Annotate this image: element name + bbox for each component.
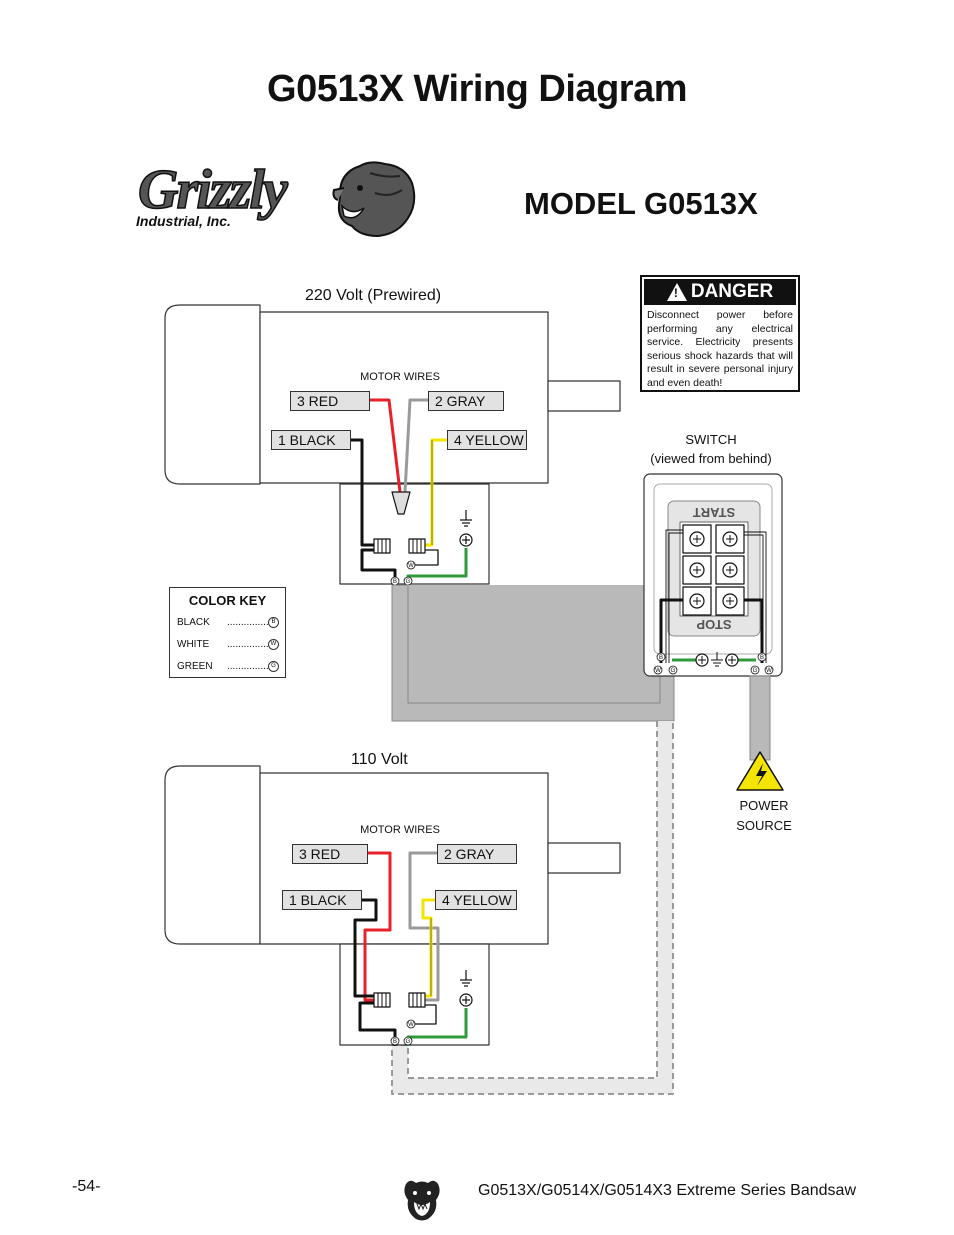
wire-220-black	[351, 438, 374, 547]
wire-tag-220-gray: 2 GRAY	[428, 391, 504, 411]
bear-head-footer-icon	[404, 1180, 440, 1221]
motor-110v	[164, 765, 621, 1046]
danger-heading-text: DANGER	[690, 281, 774, 302]
label-110-volt: 110 Volt	[351, 751, 408, 768]
wire-220-out-black	[360, 548, 397, 586]
svg-text:W: W	[408, 1022, 414, 1028]
switch-label: SWITCH	[685, 432, 737, 447]
svg-text:B: B	[659, 655, 663, 661]
svg-text:W: W	[655, 668, 661, 674]
power-cord	[749, 675, 771, 761]
cord-220-to-switch	[391, 585, 675, 722]
color-key-row: GREEN ............... G	[177, 661, 281, 672]
switch-black-wire-left	[659, 598, 683, 663]
ground-screw-220	[459, 510, 473, 547]
wire-tag-110-yellow: 4 YELLOW	[435, 890, 517, 910]
footer-product-title: G0513X/G0514X/G0514X3 Extreme Series Ban…	[478, 1182, 856, 1199]
svg-text:G: G	[671, 668, 676, 674]
logo-subtitle: Industrial, Inc.	[136, 213, 231, 229]
ground-screw-110	[459, 970, 473, 1007]
switch-white-wire	[665, 529, 767, 663]
wire-tag-220-yellow: 4 YELLOW	[447, 430, 527, 450]
color-key-name: BLACK	[177, 617, 210, 628]
svg-text:B: B	[760, 655, 764, 661]
color-key-title: COLOR KEY	[188, 593, 267, 608]
wire-220-red	[370, 398, 402, 493]
svg-text:G: G	[406, 1039, 411, 1045]
motor-220v	[164, 304, 621, 585]
page-number: -54-	[72, 1178, 101, 1195]
color-key-dots: ...............	[227, 617, 269, 628]
bear-head-icon	[332, 161, 416, 238]
wire-tag-220-red: 3 RED	[290, 391, 370, 411]
switch-black-wire-right	[744, 598, 764, 663]
warning-triangle-icon: !	[666, 283, 687, 301]
svg-text:B: B	[393, 1039, 397, 1045]
wire-220-out-white	[412, 549, 439, 566]
color-key-name: WHITE	[177, 639, 210, 650]
color-key-letter: B	[268, 617, 279, 628]
high-voltage-icon	[736, 751, 784, 791]
color-key-dots: ...............	[227, 661, 269, 672]
switch-sublabel: (viewed from behind)	[650, 451, 772, 466]
danger-heading: ! DANGER	[644, 279, 796, 305]
switch-start-text: START	[693, 505, 735, 520]
danger-text: Disconnect power before performing any e…	[647, 309, 793, 389]
wire-110-gray	[408, 851, 440, 1002]
switch-terminals	[682, 524, 745, 616]
wire-220-gray	[403, 398, 428, 493]
color-key-name: GREEN	[177, 661, 213, 672]
wire-tag-110-black: 1 BLACK	[282, 890, 362, 910]
switch-stop-text: STOP	[696, 617, 731, 632]
motor-wires-220-label: MOTOR WIRES	[360, 371, 440, 383]
wire-tag-220-black: 1 BLACK	[271, 430, 351, 450]
color-key: COLOR KEY BLACK ............... B WHITE …	[169, 587, 286, 678]
motor-wires-110-label: MOTOR WIRES	[360, 824, 440, 836]
color-key-letter: W	[268, 639, 279, 650]
svg-text:B: B	[393, 579, 397, 585]
wire-tag-110-red: 3 RED	[292, 844, 368, 864]
svg-text:W: W	[408, 563, 414, 569]
power-source-line1: POWER	[739, 798, 789, 813]
model-heading: MODEL G0513X	[524, 186, 758, 221]
label-220-volt: 220 Volt (Prewired)	[305, 287, 442, 304]
wire-tag-110-gray: 2 GRAY	[437, 844, 517, 864]
wire-110-yellow	[421, 898, 435, 998]
wire-110-out-white	[412, 1004, 437, 1025]
color-key-row: WHITE ............... W	[177, 639, 281, 650]
wire-110-out-black	[358, 1001, 397, 1046]
page-title: G0513X Wiring Diagram	[267, 68, 687, 110]
svg-text:G: G	[753, 668, 758, 674]
svg-text:G: G	[406, 579, 411, 585]
color-key-row: BLACK ............... B	[177, 617, 281, 628]
color-key-letter: G	[268, 661, 279, 672]
color-key-dots: ...............	[227, 639, 269, 650]
wire-110-black	[353, 898, 378, 998]
wire-110-red	[363, 851, 392, 1002]
danger-warning-label: ! DANGER Disconnect power before perform…	[640, 275, 800, 392]
grizzly-logo: Grizzly Industrial, Inc.	[130, 158, 416, 238]
svg-text:W: W	[766, 668, 772, 674]
logo-wordmark: Grizzly	[137, 159, 288, 221]
power-source-line2: SOURCE	[736, 818, 792, 833]
